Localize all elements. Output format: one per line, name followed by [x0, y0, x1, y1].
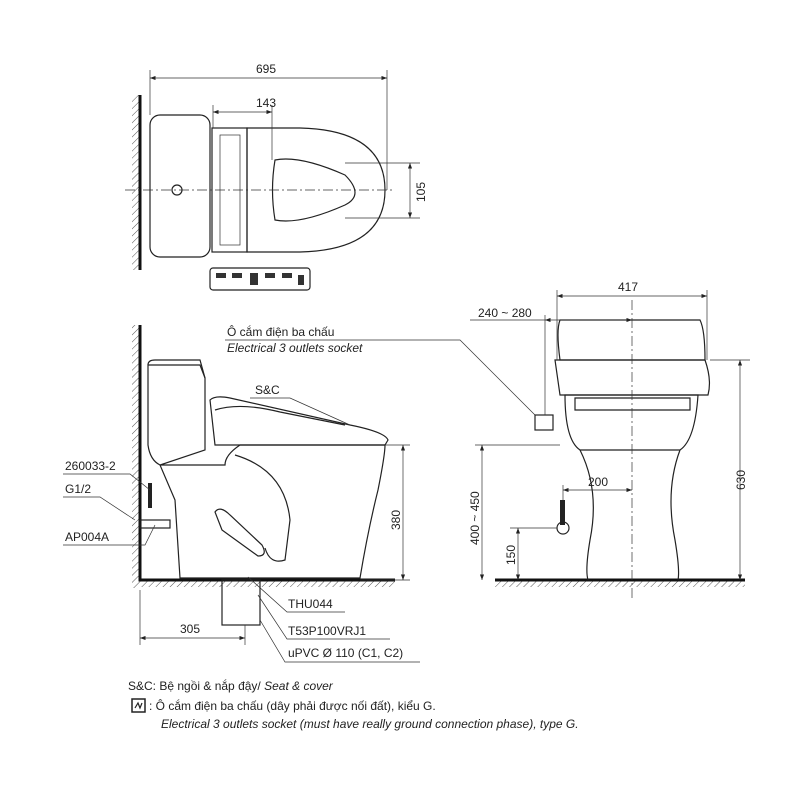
- part-thread: G1/2: [65, 482, 91, 496]
- angle-valve: [139, 519, 171, 529]
- socket-label-vi: Ô cắm điện ba chấu: [227, 324, 334, 339]
- legend-sc: S&C: Bệ ngồi & nắp đậy/ Seat & cover: [128, 678, 334, 693]
- dim-socket-offset: 240 ~ 280: [478, 306, 532, 320]
- tank-lid-front: [554, 359, 711, 396]
- part-angle-valve: AP004A: [65, 530, 109, 544]
- floor-hatch: [495, 580, 745, 587]
- inlet-hose: [560, 500, 565, 525]
- floor-hatch: [140, 580, 395, 587]
- dim-inlet-offset: 200: [588, 475, 608, 489]
- socket-icon: [534, 414, 554, 431]
- dim-seat-height: 380: [389, 510, 403, 530]
- toilet-body: [147, 364, 386, 579]
- seat-band: [574, 397, 691, 411]
- bowl-opening: [271, 158, 356, 222]
- supply-hose: [148, 483, 152, 508]
- tank-outline: [149, 114, 211, 258]
- dim-front-width: 417: [618, 280, 638, 294]
- seat-and-cover: [209, 396, 389, 446]
- dim-inlet-height: 150: [504, 545, 518, 565]
- wall-hatch: [132, 95, 140, 270]
- wall-and-floor: [138, 325, 395, 582]
- part-pipe: uPVC Ø 110 (C1, C2): [288, 646, 403, 660]
- dim-total-height: 630: [734, 470, 748, 490]
- seat-front: [564, 394, 699, 451]
- drain-pipe: [221, 579, 261, 626]
- tank-lid: [147, 359, 206, 379]
- pedestal: [579, 449, 681, 581]
- dim-top-width: 695: [256, 62, 276, 76]
- dim-wall-distance: 305: [180, 622, 200, 636]
- tank-front: [557, 319, 706, 361]
- socket-label-en: Electrical 3 outlets socket: [227, 341, 363, 355]
- trapway: [234, 454, 291, 562]
- trap-bend: [214, 508, 265, 557]
- socket-symbol-icon: [131, 698, 146, 713]
- seat-cover-label: S&C: [255, 383, 280, 397]
- top-view: 695 143 105: [125, 62, 428, 291]
- legend-socket-en: Electrical 3 outlets socket (must have r…: [161, 717, 579, 731]
- seat-line: [214, 405, 346, 426]
- dim-water-range: 400 ~ 450: [468, 491, 482, 545]
- wall-hatch: [132, 325, 140, 588]
- dim-top-height: 105: [414, 182, 428, 202]
- side-view: Ô cắm điện ba chấu Electrical 3 outlets …: [63, 324, 536, 663]
- part-flange: THU044: [288, 597, 333, 611]
- front-view: 417 240 ~ 280 630 400 ~ 450 200 150: [468, 280, 750, 600]
- part-valve: 260033-2: [65, 459, 116, 473]
- legend-socket-vi: : Ô cắm điện ba chấu (dây phải được nối …: [149, 698, 436, 713]
- part-drain: T53P100VRJ1: [288, 624, 366, 638]
- dim-seat-opening: 143: [256, 96, 276, 110]
- legend: S&C: Bệ ngồi & nắp đậy/ Seat & cover : Ô…: [128, 678, 579, 731]
- remote-control: [209, 267, 311, 291]
